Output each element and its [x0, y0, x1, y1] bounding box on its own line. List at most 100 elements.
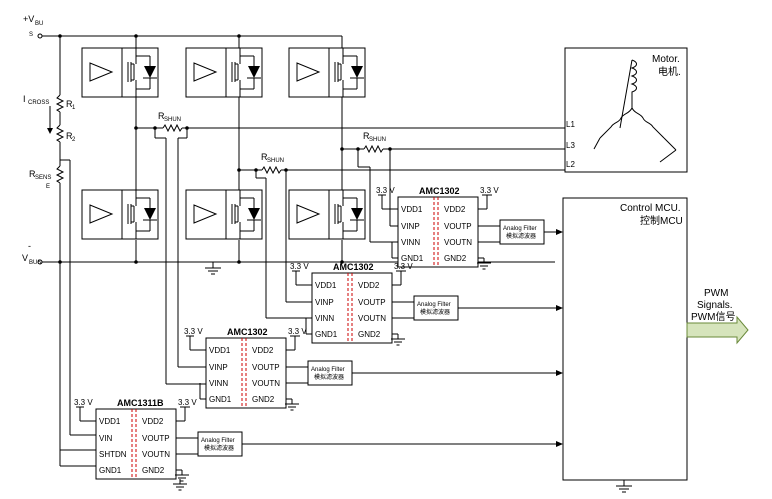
- pwm-line3: PWM信号: [691, 311, 735, 323]
- amc-pin-right: VOUTP: [358, 298, 386, 307]
- amc-pin-right: VOUTP: [252, 363, 280, 372]
- shunt1-sub: SHUN: [164, 117, 181, 123]
- supply-label-right: 3.3 V: [394, 262, 413, 271]
- filter-label: Analog Filter: [201, 438, 235, 444]
- mcu-label: Control MCU.: [620, 203, 681, 214]
- fet-block-low-1: [81, 189, 159, 240]
- rsense-sub2: E: [46, 184, 50, 190]
- vbus-neg-sub: BUS: [29, 260, 41, 266]
- icross-sub: CROSS: [28, 100, 49, 106]
- vbus-pos-sub: BU: [35, 21, 43, 27]
- filter-label-cn: 模拟滤波器: [204, 444, 234, 452]
- amc-pin-left: VINN: [315, 314, 334, 323]
- amc-name: AMC1311B: [117, 398, 164, 408]
- shunt2-label: R: [261, 152, 268, 162]
- gate-driver-icon: [89, 62, 114, 82]
- pwm-arrow: [686, 315, 749, 345]
- fet-block-high-2: [185, 47, 263, 98]
- amc-pin-left: SHTDN: [99, 450, 127, 459]
- amc-pin-right: VOUTN: [444, 238, 472, 247]
- phase-l3: L3: [566, 141, 575, 150]
- r1-sub: 1: [72, 105, 76, 111]
- r2-sub: 2: [72, 137, 76, 143]
- fet-block-high-3: [288, 47, 366, 98]
- rsense-label: R: [29, 169, 36, 179]
- amc-pin-left: VDD1: [401, 205, 423, 214]
- shunt-phase1: [136, 123, 565, 133]
- amc-pin-left: VDD1: [209, 346, 231, 355]
- r2-label: R: [66, 131, 73, 141]
- amc-pin-right: VDD2: [252, 346, 274, 355]
- r1-label: R: [66, 99, 73, 109]
- sense-wires: [154, 128, 398, 385]
- motor-label: Motor.: [652, 54, 680, 65]
- filter-label: Analog Filter: [503, 226, 537, 232]
- diode-icon: [351, 66, 363, 78]
- arrow-icon: [556, 305, 563, 311]
- diode-icon: [144, 208, 156, 220]
- amc-pin-left: VINN: [401, 238, 420, 247]
- pwm-line1: PWM: [704, 288, 728, 299]
- supply-label-left: 3.3 V: [74, 398, 93, 407]
- icross-label: I: [23, 94, 26, 104]
- fet-block-low-2: [185, 189, 263, 240]
- amc-pin-left: VDD1: [99, 417, 121, 426]
- amc-name: AMC1302: [333, 262, 374, 272]
- fet-block-low-3: [288, 189, 366, 240]
- amc-pin-right: VOUTN: [252, 379, 280, 388]
- arrow-icon: [556, 229, 563, 235]
- amc-pin-left: GND1: [401, 254, 424, 263]
- amc-pin-right: GND2: [358, 330, 381, 339]
- diode-icon: [144, 66, 156, 78]
- filter-label-cn: 模拟滤波器: [420, 308, 450, 316]
- amc-pin-left: VINN: [209, 379, 228, 388]
- mcu-label-cn: 控制MCU: [640, 214, 683, 227]
- shunt3-label: R: [363, 131, 370, 141]
- shunt1-label: R: [158, 111, 165, 121]
- rsense-sub: SENS: [35, 175, 51, 181]
- motor-label-cn: 电机.: [658, 65, 681, 78]
- amc-pin-right: VDD2: [444, 205, 466, 214]
- amc-pin-right: VOUTP: [142, 434, 170, 443]
- gate-driver-icon: [193, 204, 218, 224]
- amc-pin-left: VDD1: [315, 281, 337, 290]
- supply-label-left: 3.3 V: [184, 327, 203, 336]
- amc-pin-left: VINP: [209, 363, 228, 372]
- inverter-legs: [134, 34, 344, 275]
- filter-label: Analog Filter: [311, 367, 345, 373]
- fet-blocks: [81, 47, 366, 240]
- amc-pin-left: VINP: [401, 222, 420, 231]
- shunt-phase2: [239, 165, 565, 175]
- vbus-pos-sub2: S: [29, 32, 33, 38]
- arrow-icon: [556, 370, 563, 376]
- amc-pin-right: GND2: [142, 466, 165, 475]
- gate-driver-icon: [89, 204, 114, 224]
- amc-name: AMC1302: [227, 327, 268, 337]
- supply-label-left: 3.3 V: [376, 186, 395, 195]
- divider-chain: [47, 34, 96, 467]
- amc-pin-right: VDD2: [358, 281, 380, 290]
- vbus-neg-minus: -: [28, 241, 31, 251]
- fet-block-high-1: [81, 47, 159, 98]
- filter-label-cn: 模拟滤波器: [506, 232, 536, 240]
- amc-pin-left: GND1: [99, 466, 122, 475]
- supply-label-right: 3.3 V: [178, 398, 197, 407]
- gate-driver-icon: [193, 62, 218, 82]
- amc-pin-left: VIN: [99, 434, 113, 443]
- mcu-block: [562, 197, 688, 493]
- shunt2-sub: SHUN: [267, 158, 284, 164]
- supply-label-right: 3.3 V: [288, 327, 307, 336]
- filter-label: Analog Filter: [417, 302, 451, 308]
- amc-pin-right: VOUTN: [358, 314, 386, 323]
- amc-name: AMC1302: [419, 186, 460, 196]
- supply-label-right: 3.3 V: [480, 186, 499, 195]
- amc-pin-left: GND1: [209, 395, 232, 404]
- vbus-neg-label: V: [22, 253, 28, 263]
- diode-icon: [248, 66, 260, 78]
